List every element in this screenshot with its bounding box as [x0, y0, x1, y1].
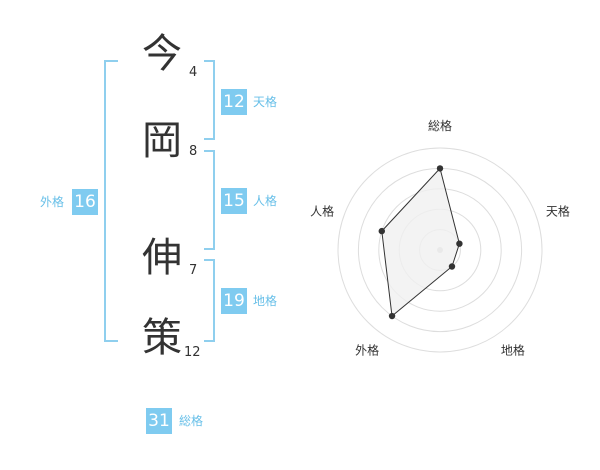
radar-data-polygon — [381, 167, 460, 317]
tenkaku-label: 天格 — [253, 95, 278, 109]
radar-axis-label-4: 外格 — [355, 342, 379, 357]
radar-point-1 — [436, 165, 444, 172]
stroke-count-4: 12 — [184, 345, 201, 360]
jinkaku-bracket — [204, 150, 215, 250]
name-char-4: 策 — [142, 315, 182, 361]
radar-point-2 — [456, 240, 463, 247]
stroke-count-3: 7 — [189, 263, 198, 278]
radar-axis-label-5: 人格 — [310, 204, 334, 219]
radar-point-4 — [388, 312, 396, 320]
radar-axis-label-3: 地格 — [501, 342, 525, 357]
chikaku-badge: 19 — [221, 288, 247, 314]
stroke-count-2: 8 — [189, 144, 198, 159]
soukaku-label: 総格 — [179, 414, 204, 428]
jinkaku-badge: 15 — [221, 188, 247, 214]
radar-axis-label-1: 総格 — [428, 118, 452, 133]
radar-point-3 — [448, 263, 456, 270]
soukaku-badge: 31 — [146, 408, 172, 434]
name-char-1: 今 — [142, 31, 182, 77]
radar-ring — [337, 147, 543, 353]
chikaku-label: 地格 — [253, 294, 278, 308]
radar-point-5 — [378, 227, 385, 235]
tenkaku-bracket — [204, 60, 215, 140]
name-char-3: 伸 — [142, 235, 182, 281]
stroke-count-1: 4 — [189, 65, 198, 80]
gaikaku-badge: 16 — [72, 189, 98, 215]
jinkaku-label: 人格 — [253, 194, 278, 208]
gaikaku-label: 外格 — [40, 195, 65, 209]
radar-axis-label-2: 天格 — [546, 204, 570, 219]
name-char-2: 岡 — [142, 118, 182, 164]
gaikaku-bracket — [104, 60, 118, 342]
radar-data-points — [378, 165, 463, 320]
chikaku-bracket — [204, 259, 215, 342]
tenkaku-badge: 12 — [221, 89, 247, 115]
